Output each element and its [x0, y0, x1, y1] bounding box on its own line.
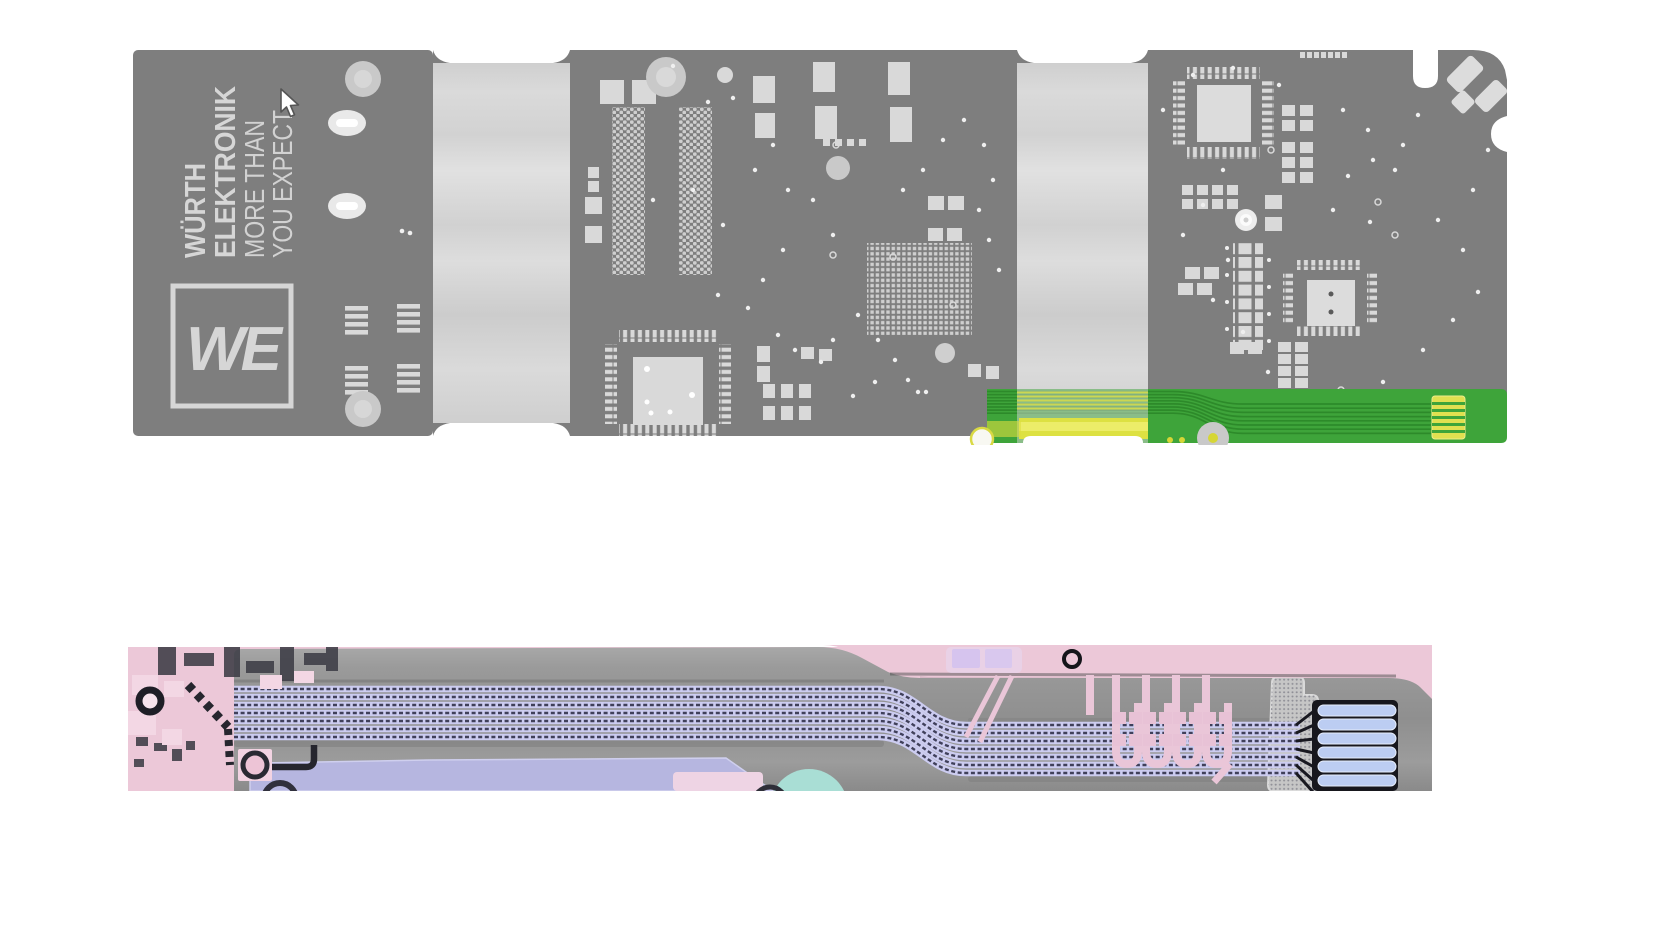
band-ring-via	[1062, 649, 1082, 669]
brand-text-block: WÜRTH ELEKTRONIK MORE THAN YOU EXPECT	[179, 86, 298, 258]
xray-donut-via	[135, 686, 165, 716]
bga-array-1	[612, 107, 645, 275]
connector-pad-column	[1233, 242, 1263, 350]
we-logo: WE	[170, 283, 294, 409]
rigid-board-left	[133, 50, 433, 436]
via-grid-array	[867, 243, 972, 335]
smd-bar-groups	[345, 304, 420, 395]
pcb-top-view: WÜRTH ELEKTRONIK MORE THAN YOU EXPECT WE	[133, 50, 1507, 445]
flex-neck-right	[1015, 50, 1152, 423]
dark-ring-1	[755, 784, 785, 791]
pink-trace-ladder	[963, 674, 1233, 785]
pcb-top-view-image: WÜRTH ELEKTRONIK MORE THAN YOU EXPECT WE	[133, 50, 1507, 445]
right-board-vias	[1160, 65, 1491, 398]
pcb-flex-detail	[128, 645, 1432, 791]
brand-line-2: ELEKTRONIK	[210, 86, 242, 258]
qfp-footprint-middle	[605, 330, 731, 436]
corner-diagonal-pads	[1446, 55, 1507, 114]
flex-neck-left	[431, 50, 572, 436]
green-flex-traces	[987, 390, 1431, 435]
left-board-pads	[328, 61, 420, 427]
pcb-flex-detail-image	[128, 645, 1432, 791]
plated-hole-green-left	[969, 426, 995, 445]
green-flex-strip	[969, 389, 1507, 445]
brand-line-1: WÜRTH	[179, 163, 212, 258]
teal-drill-hole	[773, 769, 845, 791]
mouse-cursor-icon	[279, 88, 305, 120]
tagline-line-2: YOU EXPECT	[267, 110, 298, 258]
qfn-footprint-bottom	[1283, 260, 1377, 336]
xray-ring-pad	[240, 750, 270, 780]
connector-finger-block	[1294, 700, 1398, 791]
yellow-finger-block	[1431, 395, 1466, 440]
band-component-pads	[946, 647, 1082, 673]
middle-board-pads	[585, 57, 1002, 436]
left-xray-details	[128, 647, 338, 781]
middle-board-vias	[650, 63, 1002, 399]
plated-hole	[1235, 209, 1257, 231]
we-logo-monogram: WE	[186, 315, 284, 384]
dark-ring-2	[262, 780, 298, 791]
right-board-pads	[1160, 52, 1507, 398]
flex-trace-bundle	[234, 685, 1300, 777]
qfn-footprint-top	[1173, 67, 1274, 159]
tagline-line-1: MORE THAN	[239, 120, 270, 258]
pink-pad-rect	[673, 772, 763, 791]
bga-array-2	[679, 107, 712, 275]
ladder-pads	[1113, 712, 1232, 746]
